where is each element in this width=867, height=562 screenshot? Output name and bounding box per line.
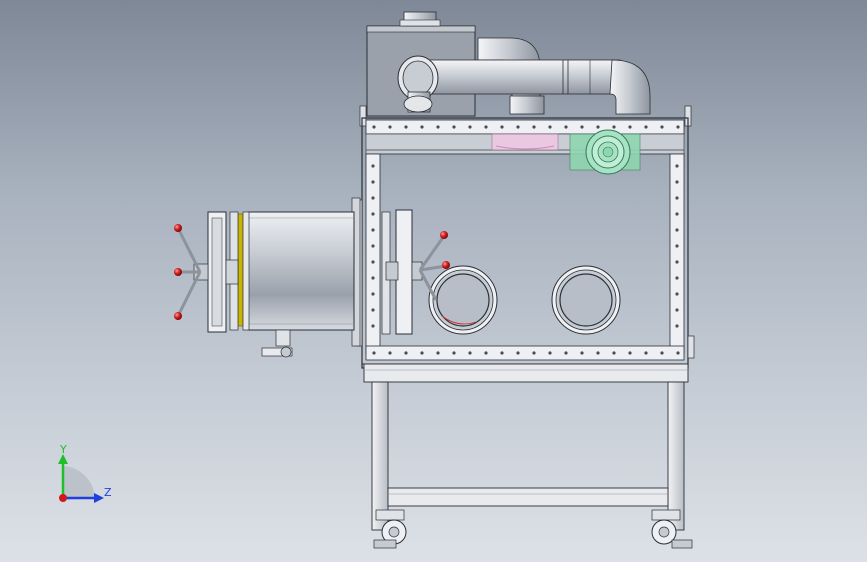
bolt-hole — [371, 212, 375, 216]
duct-horizontal — [429, 59, 651, 115]
bolt-hole — [675, 244, 679, 248]
orientation-triad: Y Z — [58, 443, 112, 503]
bolt-hole — [596, 351, 600, 355]
z-axis-label: Z — [104, 486, 112, 499]
bolt-hole — [371, 308, 375, 312]
bolt-hole — [564, 351, 568, 355]
circulation-fan — [569, 129, 641, 175]
bolt-hole — [580, 351, 584, 355]
bolt-hole — [372, 351, 376, 355]
bolt-hole — [596, 125, 600, 129]
duct-flange-left — [397, 55, 439, 113]
bolt-hole — [484, 351, 488, 355]
bolt-hole — [564, 125, 568, 129]
bolt-hole — [675, 292, 679, 296]
bolt-hole — [468, 351, 472, 355]
support-stand — [363, 363, 689, 531]
bolt-hole — [468, 125, 472, 129]
bolt-hole — [371, 228, 375, 232]
antechamber — [193, 197, 361, 358]
bolt-hole — [532, 351, 536, 355]
bolt-hole — [371, 180, 375, 184]
y-axis-label: Y — [59, 443, 67, 456]
bolt-hole — [675, 260, 679, 264]
bolt-hole — [388, 125, 392, 129]
bolt-hole — [532, 125, 536, 129]
bolt-hole — [372, 125, 376, 129]
glove-port-left — [428, 265, 498, 335]
bolt-hole — [628, 351, 632, 355]
bolt-hole — [500, 125, 504, 129]
bolt-hole — [675, 196, 679, 200]
bolt-hole — [436, 125, 440, 129]
bolt-hole — [675, 324, 679, 328]
inner-door — [381, 209, 423, 335]
caster-left — [373, 509, 407, 549]
bolt-hole — [675, 180, 679, 184]
x-axis-dot — [59, 494, 67, 502]
bolt-hole — [404, 351, 408, 355]
bolt-hole — [500, 351, 504, 355]
bolt-hole — [516, 125, 520, 129]
bolt-hole — [548, 125, 552, 129]
bolt-hole — [628, 125, 632, 129]
bolt-hole — [612, 125, 616, 129]
bolt-hole — [404, 125, 408, 129]
bolt-hole — [675, 164, 679, 168]
bolt-hole — [675, 212, 679, 216]
inner-door-handle[interactable] — [418, 231, 450, 301]
bolt-hole — [371, 324, 375, 328]
bolt-hole — [484, 125, 488, 129]
bolt-hole — [516, 351, 520, 355]
bolt-hole — [676, 351, 680, 355]
bolt-hole — [436, 351, 440, 355]
caster-right — [651, 509, 693, 549]
bolt-hole — [644, 125, 648, 129]
bolt-hole — [548, 351, 552, 355]
hepa-filter — [491, 133, 559, 151]
bolt-hole — [612, 351, 616, 355]
bolt-hole — [452, 125, 456, 129]
bolt-hole — [371, 196, 375, 200]
bolt-hole — [660, 125, 664, 129]
bolt-hole — [371, 276, 375, 280]
bolt-hole — [675, 228, 679, 232]
bolt-hole — [675, 276, 679, 280]
bolt-hole — [420, 125, 424, 129]
bolt-hole — [580, 125, 584, 129]
bolt-hole — [676, 125, 680, 129]
bolt-hole — [371, 292, 375, 296]
bolt-hole — [644, 351, 648, 355]
bolt-hole — [675, 308, 679, 312]
glove-port-right — [551, 265, 621, 335]
bolt-hole — [371, 260, 375, 264]
bolt-hole — [420, 351, 424, 355]
outer-door-handle[interactable] — [174, 224, 202, 320]
bolt-hole — [388, 351, 392, 355]
bolt-hole — [371, 244, 375, 248]
bolt-hole — [660, 351, 664, 355]
frame-bolts — [371, 125, 680, 355]
bolt-hole — [452, 351, 456, 355]
bolt-hole — [371, 164, 375, 168]
